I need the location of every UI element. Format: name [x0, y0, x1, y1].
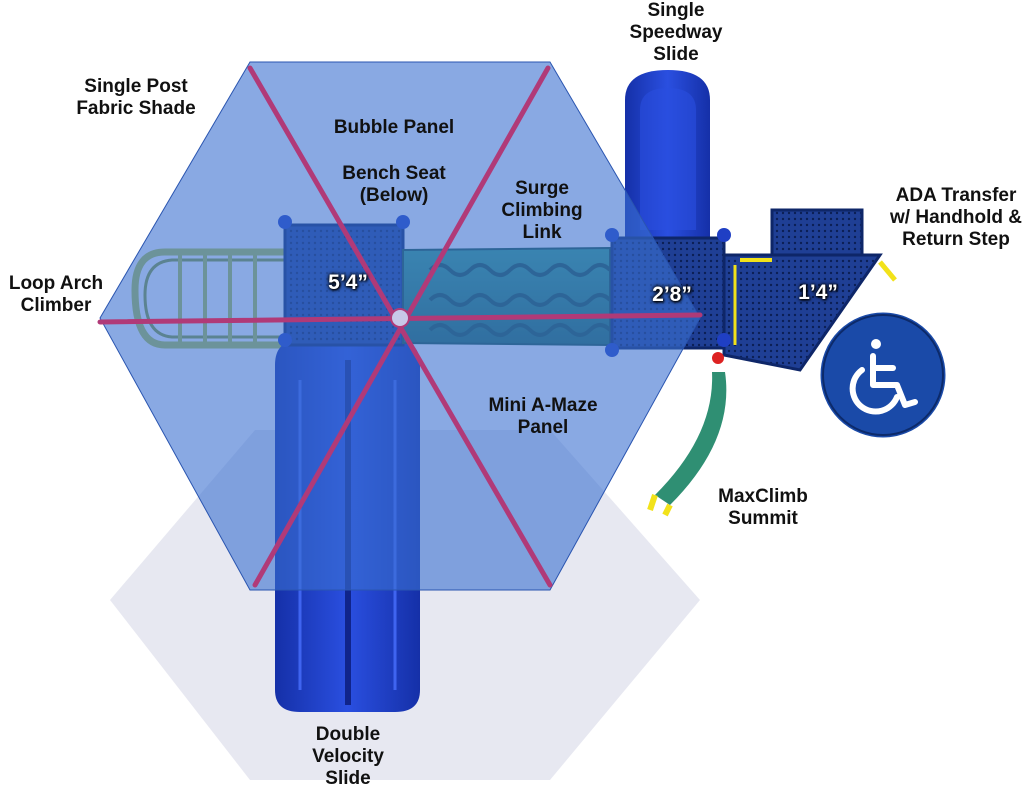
wheelchair-icon — [849, 339, 918, 415]
height-marker-low-deck: 1’4” — [798, 281, 838, 304]
height-marker-main-deck: 5’4” — [328, 271, 368, 294]
label-bench-seat: Bench Seat(Below) — [342, 163, 446, 206]
height-marker-mid-deck: 2’8” — [652, 283, 692, 306]
maxclimb-summit — [647, 372, 727, 517]
single-speedway-slide — [625, 70, 710, 240]
ada-transfer-deck — [722, 208, 897, 372]
shade-center-post — [390, 308, 410, 328]
accessibility-badge — [817, 309, 949, 441]
label-bubble-panel: Bubble Panel — [333, 117, 455, 138]
